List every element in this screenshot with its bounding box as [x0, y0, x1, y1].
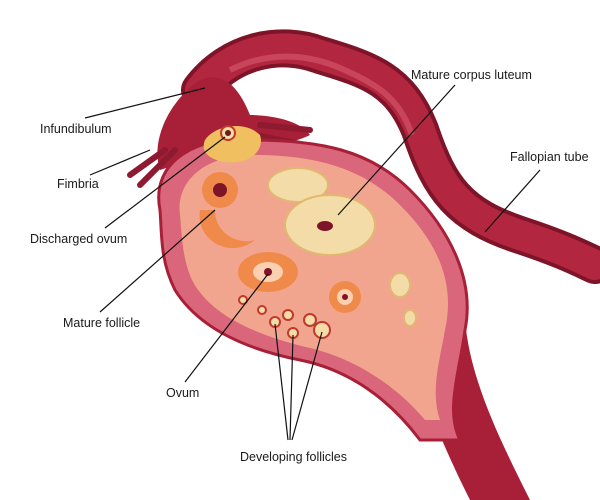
label-fimbria: Fimbria: [57, 177, 99, 191]
label-developing-follicles: Developing follicles: [240, 450, 348, 464]
developing-follicles: [238, 295, 331, 339]
label-ovum: Ovum: [166, 386, 200, 400]
label-mature-corpus-luteum: Mature corpus luteum: [411, 68, 532, 82]
leader-lines: [84, 84, 541, 441]
mature-follicles: [199, 172, 361, 313]
label-mature-follicle: Mature follicle: [63, 316, 141, 330]
label-infundibulum: Infundibulum: [40, 122, 112, 136]
label-fallopian-tube: Fallopian tube: [510, 150, 589, 164]
discharged-ovum-site: [203, 125, 261, 163]
label-discharged-ovum: Discharged ovum: [30, 232, 128, 246]
